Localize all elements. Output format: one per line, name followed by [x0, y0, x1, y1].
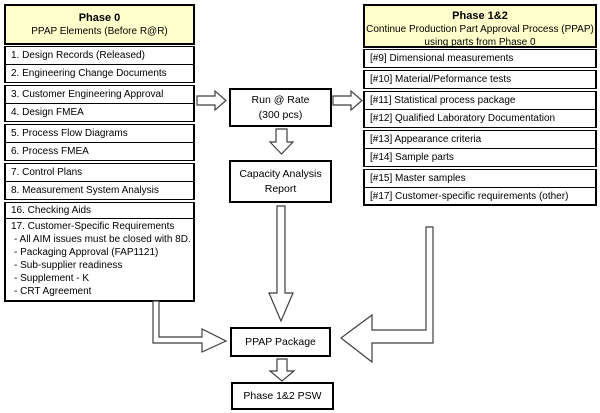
ppap-element-row-17: 17. Customer-Specific Requirements - All… [4, 218, 195, 302]
phase0-rows: 1. Design Records (Released) 2. Engineer… [4, 46, 195, 302]
phase12-rows: [#9] Dimensional measurements [#10] Mate… [363, 49, 597, 206]
ppap-element-row: 16. Checking Aids [4, 202, 195, 219]
ppap-element-row: [#12] Qualified Laboratory Documentation [363, 109, 597, 128]
run-at-rate-box: Run @ Rate (300 pcs) [229, 88, 332, 127]
arrow-runrate-to-capacity-icon [268, 128, 295, 155]
row17-item: - Packaging Approval (FAP1121) [14, 247, 159, 258]
ppap-element-row: [#15] Master samples [363, 169, 597, 188]
row17-item: - All AIM issues must be closed with 8D. [14, 234, 191, 245]
capacity-line1: Capacity Analysis [239, 167, 322, 180]
arrow-ppap-to-psw-icon [268, 358, 296, 382]
phase12-subtitle-line2: Continue Production Part Approval Proces… [366, 24, 594, 35]
ppap-element-row: [#9] Dimensional measurements [363, 49, 597, 68]
capacity-line2: Report [264, 182, 297, 195]
ppap-element-row: [#11] Statistical process package [363, 91, 597, 110]
ppap-element-row: 3. Customer Engineering Approval [4, 85, 195, 104]
psw-label: Phase 1&2 PSW [243, 389, 322, 402]
phase0-title: Phase 0 [78, 12, 121, 24]
phase12-header: Phase 1&2 Continue Production Part Appro… [363, 4, 597, 48]
ppap-package-box: PPAP Package [230, 327, 331, 357]
phase12-subtitle-line3: using parts from Phase 0 [424, 37, 536, 48]
phase12-psw-box: Phase 1&2 PSW [231, 382, 334, 410]
arrow-phase0-to-runrate-icon [196, 89, 227, 112]
ppap-package-label: PPAP Package [245, 335, 316, 348]
run-at-rate-line1: Run @ Rate [251, 93, 310, 106]
ppap-element-row: 1. Design Records (Released) [4, 46, 195, 65]
ppap-element-row: 2. Engineering Change Documents [4, 64, 195, 83]
run-at-rate-line2: (300 pcs) [258, 108, 303, 121]
phase0-table: Phase 0 PPAP Elements (Before R@R) 1. De… [4, 4, 195, 302]
arrow-runrate-to-phase12-icon [332, 89, 363, 112]
phase0-header: Phase 0 PPAP Elements (Before R@R) [4, 4, 195, 45]
ppap-element-row: 8. Measurement System Analysis [4, 181, 195, 200]
phase0-subtitle: PPAP Elements (Before R@R) [31, 26, 168, 37]
phase12-title: Phase 1&2 [452, 10, 508, 22]
ppap-element-row: 4. Design FMEA [4, 103, 195, 122]
ppap-element-row: 6. Process FMEA [4, 142, 195, 161]
ppap-element-row: [#17] Customer-specific requirements (ot… [363, 187, 597, 206]
ppap-element-row: 5. Process Flow Diagrams [4, 124, 195, 143]
row17-item: - Supplement - K [14, 273, 90, 284]
arrow-phase12-to-ppap-icon [340, 226, 434, 364]
phase12-table: Phase 1&2 Continue Production Part Appro… [363, 4, 597, 206]
arrow-capacity-to-ppap-icon [268, 205, 294, 323]
capacity-analysis-report-box: Capacity Analysis Report [229, 160, 332, 203]
ppap-element-row: [#14] Sample parts [363, 148, 597, 167]
row17-title: 17. Customer-Specific Requirements [11, 221, 175, 232]
row17-item: - CRT Agreement [14, 286, 92, 297]
ppap-element-row: [#13] Appearance criteria [363, 130, 597, 149]
arrow-phase0-to-ppap-icon [152, 300, 228, 353]
ppap-element-row: [#10] Material/Peformance tests [363, 70, 597, 89]
row17-item: - Sub-supplier readiness [14, 260, 123, 271]
ppap-element-row: 7. Control Plans [4, 163, 195, 182]
